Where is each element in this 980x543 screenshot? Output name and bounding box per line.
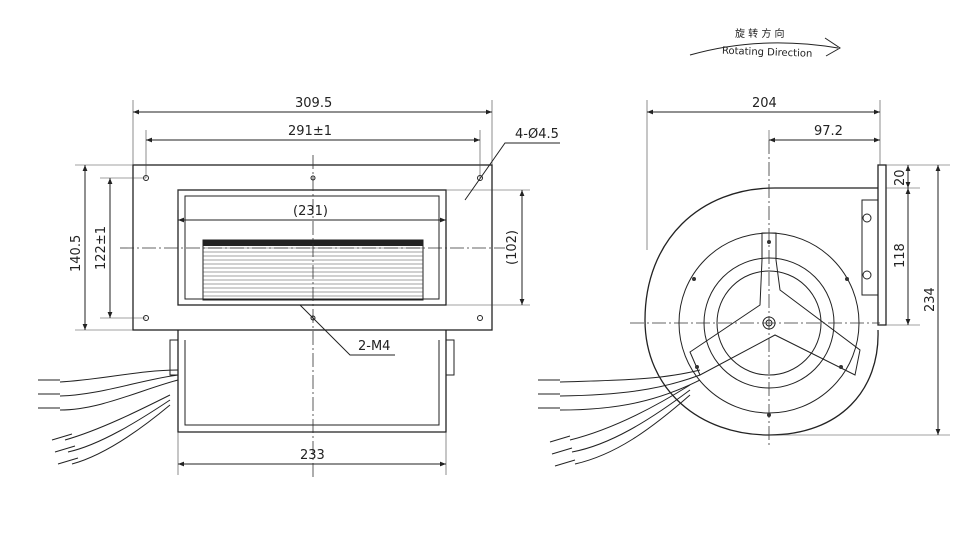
rotation-label-en: Rotating Direction bbox=[722, 46, 813, 60]
dim-motor-width: 233 bbox=[300, 448, 325, 463]
dim-hole-spacing-width: 291±1 bbox=[288, 124, 332, 139]
dim-overall-height: 140.5 bbox=[69, 235, 84, 272]
dim-overall-depth: 204 bbox=[752, 96, 777, 111]
callout-holes: 4-Ø4.5 bbox=[515, 127, 559, 142]
dim-outlet-height: (102) bbox=[505, 230, 520, 265]
side-view: 204 97.2 20 118 234 bbox=[538, 96, 950, 467]
front-view: 309.5 291±1 (231) (102) 140.5 122±1 233 … bbox=[38, 96, 560, 480]
rotation-label-cn: 旋 转 方 向 bbox=[735, 27, 785, 40]
wire-harness-side bbox=[538, 369, 701, 467]
rotation-indicator: 旋 转 方 向 Rotating Direction bbox=[689, 27, 841, 60]
dim-hole-spacing-height: 122±1 bbox=[94, 226, 109, 270]
dim-center-offset: 97.2 bbox=[814, 124, 843, 139]
dim-flange-height: 118 bbox=[893, 243, 908, 268]
wire-harness-front bbox=[38, 369, 179, 465]
motor-spider bbox=[689, 232, 861, 376]
dim-overall-width: 309.5 bbox=[295, 96, 332, 111]
callout-threads: 2-M4 bbox=[358, 339, 390, 354]
dim-flange-top: 20 bbox=[893, 169, 908, 186]
dim-outlet-width: (231) bbox=[293, 204, 328, 219]
dim-overall-height-side: 234 bbox=[923, 287, 938, 312]
